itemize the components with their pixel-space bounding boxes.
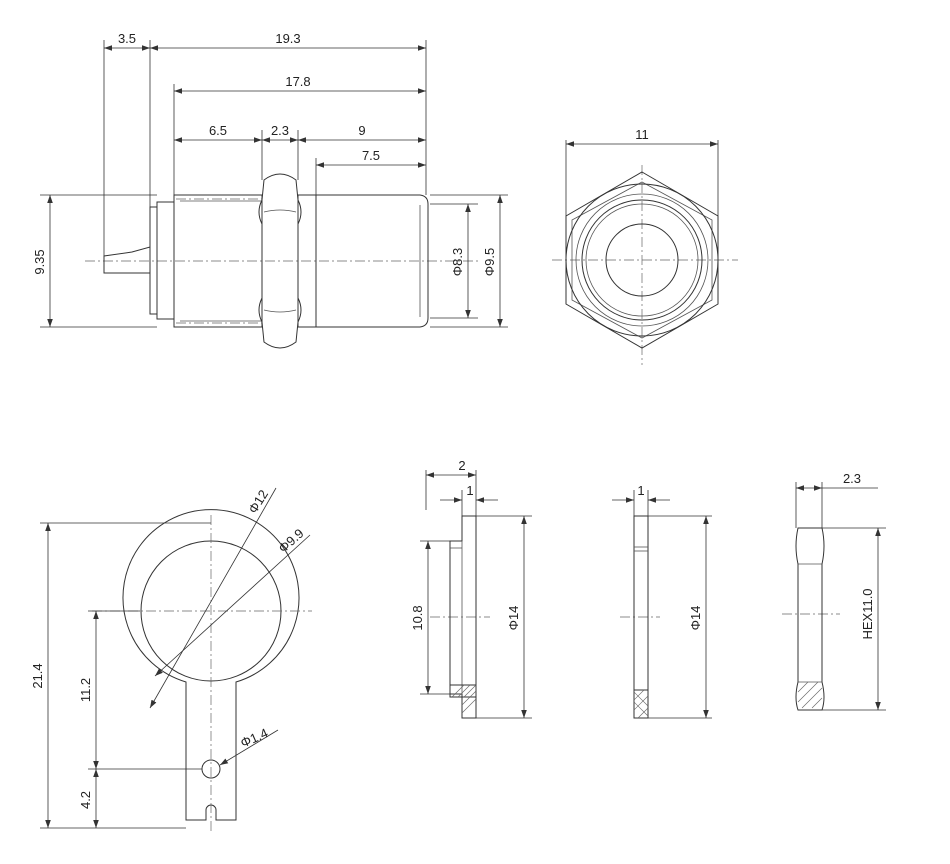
dim-dia-9-9: Φ9.9 bbox=[275, 526, 306, 556]
dim-dia-14: Φ14 bbox=[688, 606, 703, 631]
dim-17-8: 17.8 bbox=[285, 74, 310, 89]
dim-dia-14: Φ14 bbox=[506, 606, 521, 631]
dim-11: 11 bbox=[635, 127, 649, 142]
dim-2: 2 bbox=[458, 458, 465, 473]
washer-a-labels: 2 1 10.8 Φ14 bbox=[410, 458, 521, 631]
side-view bbox=[85, 173, 478, 349]
nut-side bbox=[782, 482, 886, 711]
washer-b-labels: 1 Φ14 bbox=[637, 483, 703, 630]
dim-dia-9-5: Φ9.5 bbox=[482, 248, 497, 276]
dim-1: 1 bbox=[466, 483, 473, 498]
dim-dia-8-3: Φ8.3 bbox=[450, 248, 465, 276]
dim-11-2: 11.2 bbox=[78, 678, 93, 702]
dim-21-4: 21.4 bbox=[30, 663, 45, 688]
dim-2-3: 2.3 bbox=[843, 471, 861, 486]
dim-4-2: 4.2 bbox=[78, 791, 93, 809]
solder-lug bbox=[40, 487, 312, 832]
side-view-extension-lines bbox=[40, 40, 508, 328]
dim-6-5: 6.5 bbox=[209, 123, 227, 138]
dim-hex-11: HEX11.0 bbox=[860, 588, 875, 639]
end-view bbox=[552, 165, 738, 365]
dim-2-3: 2.3 bbox=[271, 123, 289, 138]
dim-dia-1-4: Φ1.4 bbox=[238, 725, 270, 750]
washer-a bbox=[420, 470, 532, 719]
dim-7-5: 7.5 bbox=[362, 148, 380, 163]
dim-9-35: 9.35 bbox=[32, 249, 47, 274]
dim-10-8: 10.8 bbox=[410, 605, 425, 630]
dim-3-5: 3.5 bbox=[118, 31, 136, 46]
washer-b bbox=[612, 490, 712, 719]
dim-19-3: 19.3 bbox=[275, 31, 300, 46]
end-view-dimension: 11 bbox=[565, 127, 719, 216]
dim-dia-12: Φ12 bbox=[245, 487, 271, 516]
dim-9: 9 bbox=[358, 123, 365, 138]
side-view-dimension-labels: 3.5 19.3 17.8 6.5 2.3 9 7.5 9.35 Φ8.3 Φ9… bbox=[32, 31, 497, 276]
solder-lug-labels: Φ12 Φ9.9 21.4 11.2 Φ1.4 4.2 bbox=[30, 487, 307, 809]
dim-1: 1 bbox=[637, 483, 644, 498]
nut-side-labels: 2.3 HEX11.0 bbox=[843, 471, 875, 640]
side-view-dimension-lines bbox=[47, 45, 503, 327]
